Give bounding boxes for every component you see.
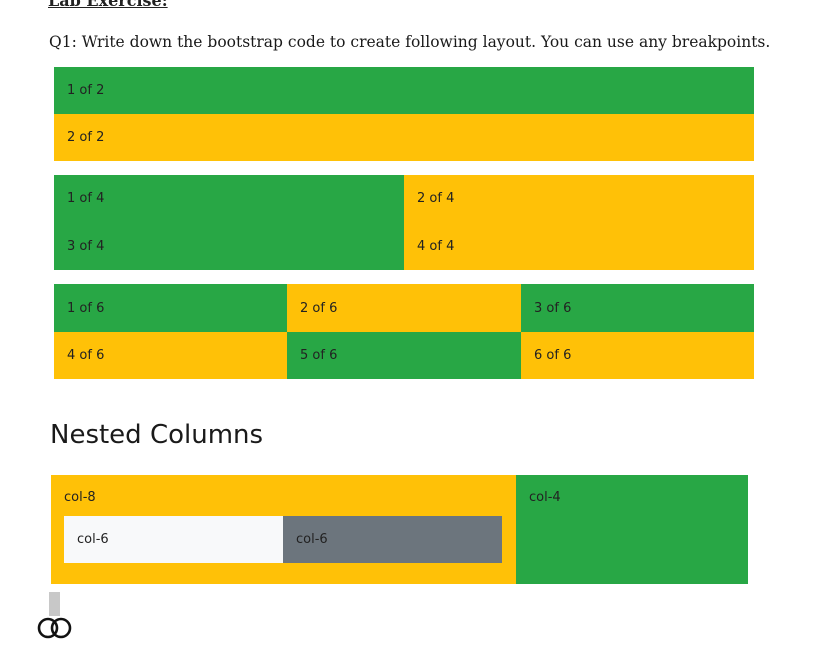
cell-label: col-8 [64, 490, 96, 505]
grid3-cell-2: 2 of 6 [287, 284, 521, 332]
cell-label: 1 of 2 [67, 83, 105, 98]
cell-label: 2 of 6 [300, 300, 338, 316]
cell-label: 3 of 4 [67, 238, 105, 254]
grid2-column-right [404, 175, 754, 270]
grid1-cell-1: 1 of 2 [54, 67, 754, 114]
grid2-cell-3: 3 of 4 [54, 222, 404, 270]
outer-col-4: col-4 [516, 475, 748, 584]
cell-label: 5 of 6 [300, 348, 338, 363]
cell-label: col-6 [296, 532, 328, 547]
cell-label: 2 of 4 [417, 191, 455, 206]
cell-label: 6 of 6 [534, 348, 572, 363]
grid2-cell-4: 4 of 4 [404, 222, 754, 270]
linked-rings-icon [37, 615, 73, 647]
nested-columns-heading: Nested Columns [50, 420, 264, 450]
grid3-cell-1: 1 of 6 [54, 284, 287, 332]
grid3-cell-3: 3 of 6 [521, 284, 754, 332]
cell-label: 4 of 4 [417, 238, 455, 254]
grid3-cell-6: 6 of 6 [521, 332, 754, 379]
grid1-cell-2: 2 of 2 [54, 114, 754, 161]
cell-label: 2 of 2 [67, 130, 105, 145]
inner-col-6-right: col-6 [283, 516, 502, 563]
cell-label: 3 of 6 [534, 300, 572, 316]
cell-label: 4 of 6 [67, 348, 105, 363]
cell-label: 1 of 6 [67, 300, 105, 316]
cell-label: 1 of 4 [67, 191, 105, 206]
grid2-cell-1: 1 of 4 [54, 175, 404, 222]
cell-label: col-4 [529, 490, 561, 505]
paragraph-anchor-icon [49, 592, 60, 616]
cell-label: col-6 [77, 532, 109, 547]
section-heading: Lab Exercise: [48, 0, 168, 10]
grid2-column-left [54, 175, 404, 270]
grid2-cell-2: 2 of 4 [404, 175, 754, 222]
grid3-cell-5: 5 of 6 [287, 332, 521, 379]
grid3-cell-4: 4 of 6 [54, 332, 287, 379]
question-text: Q1: Write down the bootstrap code to cre… [49, 33, 771, 51]
inner-col-6-left: col-6 [64, 516, 283, 563]
